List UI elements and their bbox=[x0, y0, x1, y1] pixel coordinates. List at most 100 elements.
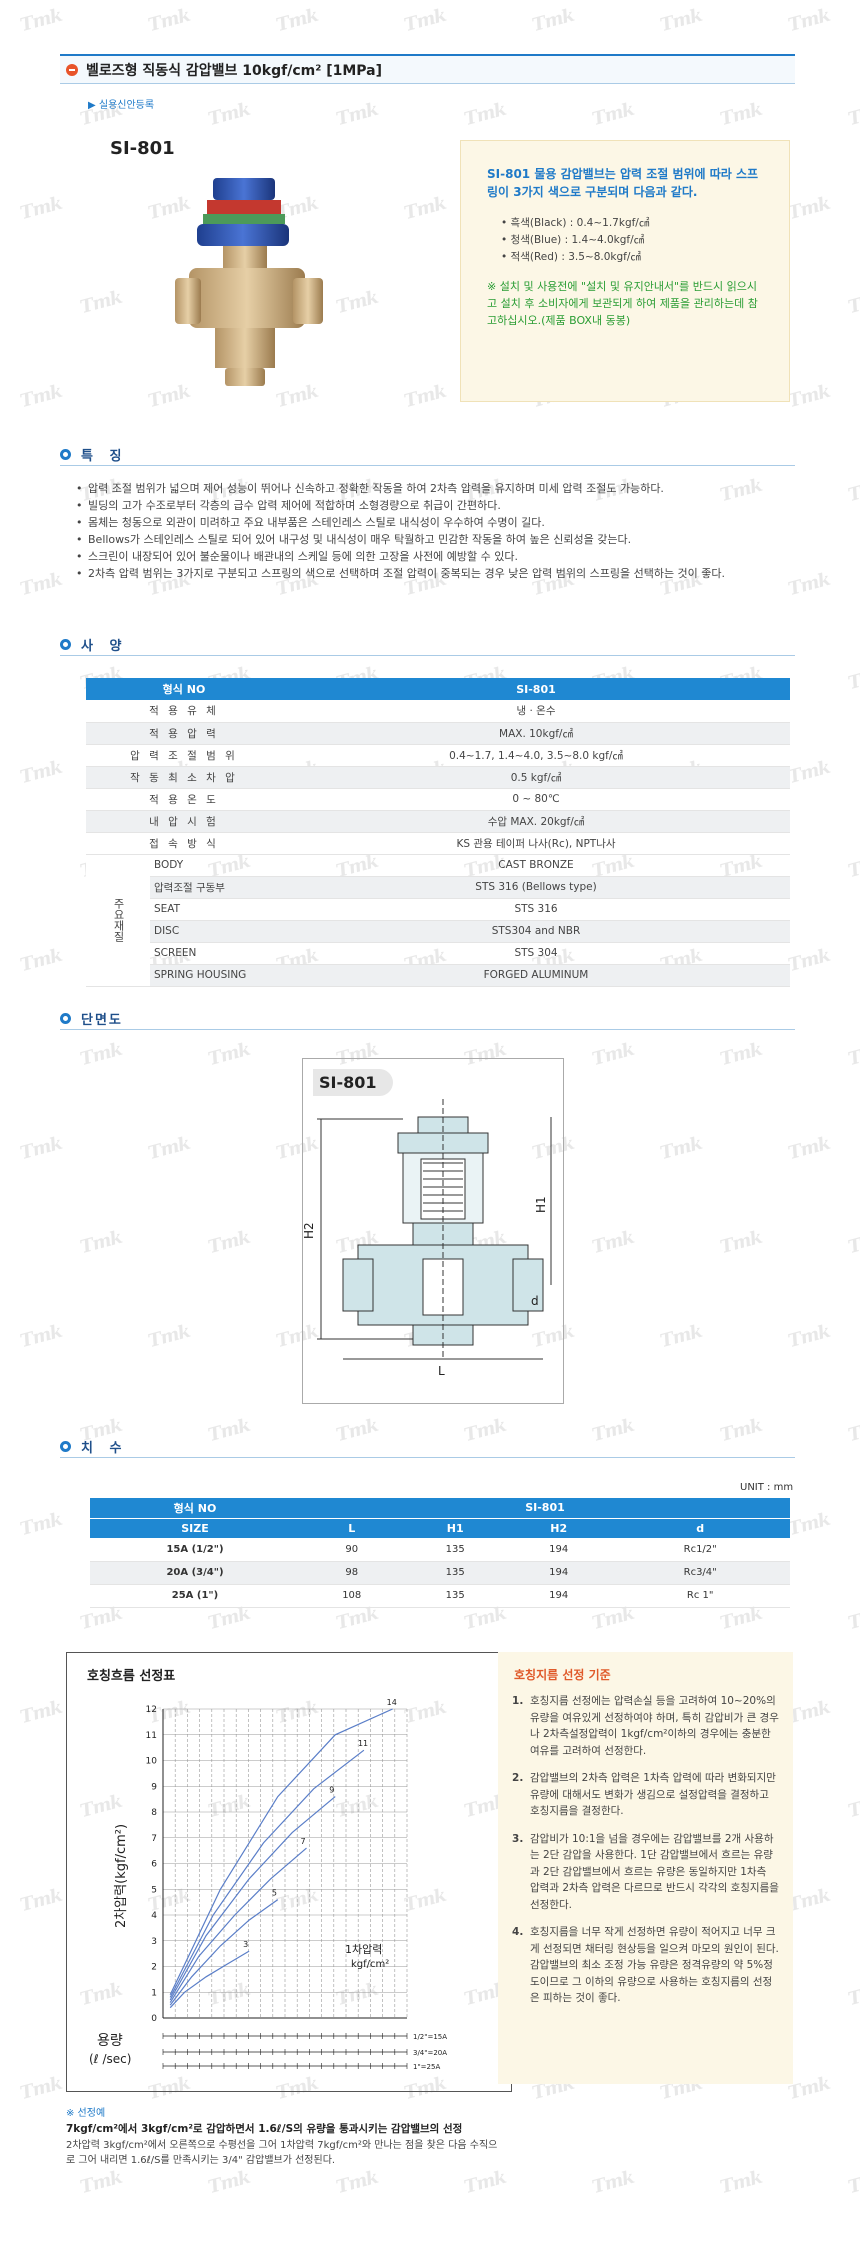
dim-cell: 194 bbox=[506, 1538, 611, 1562]
valve-photo bbox=[175, 178, 323, 386]
dim-col-size: SIZE bbox=[90, 1517, 300, 1538]
watermark-text: Tmk bbox=[77, 1602, 124, 1635]
watermark-text: Tmk bbox=[17, 568, 64, 601]
dim-col-l: L bbox=[300, 1517, 404, 1538]
section-drawing-svg: H2 H1 L d bbox=[303, 1099, 552, 1378]
bullet-circle-icon bbox=[60, 639, 71, 650]
spring-blue: 청색(Blue) : 1.4~4.0kgf/㎠ bbox=[501, 232, 763, 249]
watermark-text: Tmk bbox=[333, 1602, 380, 1635]
flow-chart: 01234567891011121/2"=15A3/4"=20A1"=25A35… bbox=[89, 1698, 447, 2071]
material-value: STS 316 bbox=[282, 898, 790, 921]
material-label: 압력조절 구동부 bbox=[150, 876, 282, 899]
y-tick-label: 9 bbox=[151, 1782, 157, 1792]
dim-h2: H2 bbox=[303, 1222, 316, 1239]
dim-cell: 135 bbox=[403, 1584, 507, 1608]
watermark-text: Tmk bbox=[333, 98, 380, 131]
spec-value: 0.5 kgf/㎠ bbox=[282, 766, 790, 789]
watermark-text: Tmk bbox=[785, 4, 832, 37]
material-value: STS 316 (Bellows type) bbox=[282, 876, 790, 899]
watermark-text: Tmk bbox=[17, 2072, 64, 2105]
watermark-text: Tmk bbox=[461, 98, 508, 131]
curve-label-unit: kgf/cm² bbox=[351, 1959, 389, 1970]
dim-d: d bbox=[531, 1294, 539, 1308]
watermark-text: Tmk bbox=[145, 1132, 192, 1165]
watermark-text: Tmk bbox=[529, 4, 576, 37]
table-row: 25A (1") 108 135 194 Rc 1" bbox=[90, 1584, 790, 1608]
spec-label: 접 속 방 식 bbox=[86, 832, 282, 855]
size-scale-label: 1"=25A bbox=[413, 2063, 440, 2071]
spec-value: MAX. 10kgf/㎠ bbox=[282, 722, 790, 745]
dim-col-d: d bbox=[610, 1517, 790, 1538]
dim-col-h1: H1 bbox=[403, 1517, 507, 1538]
dim-col-h2: H2 bbox=[506, 1517, 611, 1538]
material-value: FORGED ALUMINUM bbox=[282, 964, 790, 987]
install-note: ※ 설치 및 사용전에 "설치 및 유지안내서"를 반드시 읽으시고 설치 후 … bbox=[487, 280, 758, 327]
spec-value: 냉 · 온수 bbox=[282, 700, 790, 723]
y-tick-label: 12 bbox=[146, 1705, 157, 1715]
watermark-text: Tmk bbox=[785, 568, 832, 601]
watermark-text: Tmk bbox=[205, 98, 252, 131]
dim-cell: 20A (3/4") bbox=[90, 1561, 300, 1585]
drawing-heading: 단면도 bbox=[60, 1008, 795, 1030]
material-label: SCREEN bbox=[150, 942, 282, 965]
y-tick-label: 2 bbox=[151, 1963, 157, 1973]
watermark-text: Tmk bbox=[589, 98, 636, 131]
x-axis-label: 용량 bbox=[97, 2033, 123, 2049]
dim-h1: H1 bbox=[534, 1196, 548, 1213]
watermark-text: Tmk bbox=[717, 98, 764, 131]
y-tick-label: 5 bbox=[151, 1885, 157, 1895]
drawing-title: 단면도 bbox=[81, 1013, 123, 1028]
watermark-text: Tmk bbox=[333, 286, 380, 319]
watermark-text: Tmk bbox=[589, 1602, 636, 1635]
watermark-text: Tmk bbox=[845, 474, 860, 507]
features-title: 특 징 bbox=[81, 449, 128, 464]
watermark-text: Tmk bbox=[17, 756, 64, 789]
watermark-text: Tmk bbox=[589, 1038, 636, 1071]
watermark-text: Tmk bbox=[77, 1038, 124, 1071]
dim-cell: 135 bbox=[403, 1538, 507, 1562]
spring-red: 적색(Red) : 3.5~8.0kgf/㎠ bbox=[501, 249, 763, 266]
material-label: SEAT bbox=[150, 898, 282, 921]
dim-cell: 194 bbox=[506, 1561, 611, 1585]
feature-item: 빌딩의 고가 수조로부터 각층의 급수 압력 제어에 적합하며 소형경량으로 취… bbox=[76, 497, 788, 514]
size-scale-label: 3/4"=20A bbox=[413, 2049, 447, 2057]
patent-tag: ▶ 실용신안등록 bbox=[88, 100, 155, 111]
watermark-text: Tmk bbox=[145, 1320, 192, 1353]
watermark-text: Tmk bbox=[17, 944, 64, 977]
watermark-text: Tmk bbox=[845, 1226, 860, 1259]
watermark-text: Tmk bbox=[717, 1038, 764, 1071]
dim-cell: 25A (1") bbox=[90, 1584, 300, 1608]
watermark-text: Tmk bbox=[717, 2166, 764, 2199]
watermark-text: Tmk bbox=[845, 1414, 860, 1447]
watermark-text: Tmk bbox=[205, 1038, 252, 1071]
pressure-curve bbox=[169, 1950, 250, 2009]
watermark-text: Tmk bbox=[273, 4, 320, 37]
y-axis-label: 2차압력(kgf/cm²) bbox=[114, 1824, 129, 1928]
watermark-text: Tmk bbox=[657, 4, 704, 37]
model-label: SI-801 bbox=[110, 138, 175, 159]
dim-cell: 98 bbox=[300, 1561, 404, 1585]
spec-label: 적 용 압 력 bbox=[86, 722, 282, 745]
selection-example: ※ 선정예 7kgf/cm²에서 3kgf/cm²로 감압하면서 1.6ℓ/S의… bbox=[66, 2104, 506, 2168]
section-drawing: SI-801 H2 H1 bbox=[302, 1058, 564, 1404]
table-row: 15A (1/2") 90 135 194 Rc1/2" bbox=[90, 1538, 790, 1562]
watermark-text: Tmk bbox=[205, 1602, 252, 1635]
material-label: SPRING HOUSING bbox=[150, 964, 282, 987]
bullet-circle-icon bbox=[60, 1441, 71, 1452]
dim-cell: Rc 1" bbox=[610, 1584, 790, 1608]
spring-black: 흑색(Black) : 0.4~1.7kgf/㎠ bbox=[501, 215, 763, 232]
page-title-bar: 벨로즈형 직동식 감압밸브 10kgf/cm² [1MPa] bbox=[60, 54, 795, 84]
dim-header-model: SI-801 bbox=[300, 1498, 790, 1518]
watermark-text: Tmk bbox=[845, 1602, 860, 1635]
watermark-text: Tmk bbox=[77, 2166, 124, 2199]
watermark-text: Tmk bbox=[717, 1226, 764, 1259]
watermark-text: Tmk bbox=[845, 2166, 860, 2199]
spec-heading: 사 양 bbox=[60, 634, 795, 656]
dimensions-heading: 치 수 bbox=[60, 1436, 795, 1458]
material-value: STS 304 bbox=[282, 942, 790, 965]
watermark-text: Tmk bbox=[785, 944, 832, 977]
dim-cell: 108 bbox=[300, 1584, 404, 1608]
chart-title: 호칭흐름 선정표 bbox=[87, 1669, 176, 1684]
watermark-text: Tmk bbox=[589, 1226, 636, 1259]
